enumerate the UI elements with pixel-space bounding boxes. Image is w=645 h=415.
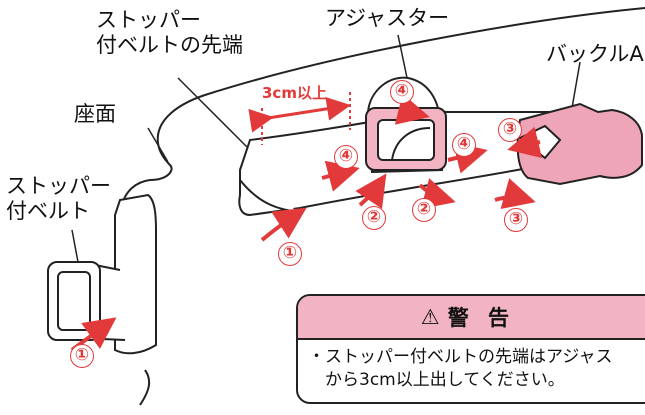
label-stopper-belt: ストッパー 付ベルト <box>6 174 111 223</box>
left-stopper <box>47 261 101 341</box>
label-dimension: 3cm以上 <box>262 84 327 102</box>
warning-triangle-icon: ⚠ <box>420 305 440 329</box>
step-2b-badge: ② <box>412 198 436 222</box>
step-2-badge: ② <box>362 206 386 230</box>
step-4-badge: ④ <box>390 80 414 104</box>
label-buckle: バックルA <box>546 42 644 66</box>
dimension-marker <box>248 92 351 145</box>
label-adjuster: アジャスター <box>325 6 450 30</box>
label-seat: 座面 <box>74 102 116 126</box>
step-4c-badge: ④ <box>452 133 476 157</box>
seat-outline <box>121 7 645 406</box>
step-1-badge: ① <box>278 242 302 266</box>
label-stopper-belt-end: ストッパー 付ベルトの先端 <box>96 8 243 57</box>
warning-text: ・ストッパー付ベルトの先端はアジャス から3cm以上出してください。 <box>308 347 613 390</box>
warning-box: ⚠ 警 告 ・ストッパー付ベルトの先端はアジャス から3cm以上出してください。 <box>296 294 645 404</box>
warning-title: 警 告 <box>447 306 516 330</box>
step-3-badge: ③ <box>498 118 522 142</box>
step-4b-badge: ④ <box>334 145 358 169</box>
step-1-left-badge: ① <box>70 344 94 368</box>
warning-header: ⚠ 警 告 <box>298 296 645 340</box>
step-3b-badge: ③ <box>504 208 528 232</box>
